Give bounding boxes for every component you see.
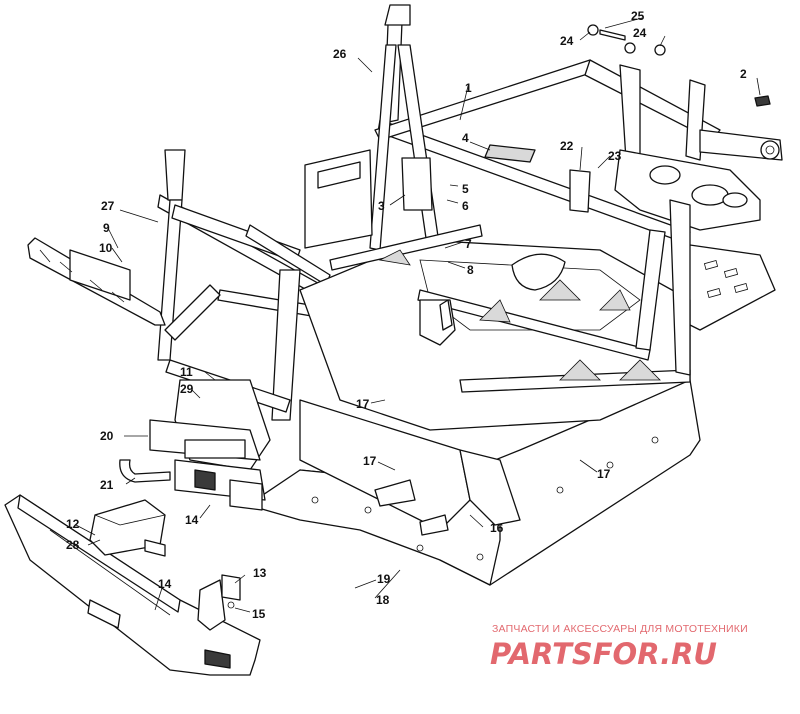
hardware-parts xyxy=(587,24,771,107)
callout-17a: 17 xyxy=(356,397,370,411)
callout-22: 22 xyxy=(560,139,574,153)
callout-19: 19 xyxy=(377,572,391,586)
rear-floor-pan xyxy=(679,244,776,331)
main-frame xyxy=(149,4,783,536)
mount-bracket xyxy=(197,574,241,631)
tow-hook xyxy=(119,459,171,483)
callout-27: 27 xyxy=(101,199,115,213)
callout-17b: 17 xyxy=(363,454,377,468)
callout-29: 29 xyxy=(180,382,194,396)
callout-5: 5 xyxy=(462,182,469,196)
callout-11: 11 xyxy=(180,365,193,379)
watermark-brand: PARTSFOR.RU xyxy=(490,637,717,671)
callout-8: 8 xyxy=(467,263,474,277)
control-module xyxy=(89,499,166,557)
callout-14b: 14 xyxy=(185,513,199,527)
callout-1: 1 xyxy=(465,81,472,95)
callout-17c: 17 xyxy=(597,467,611,481)
callout-25: 25 xyxy=(631,9,645,23)
callout-20: 20 xyxy=(100,429,114,443)
callout-4: 4 xyxy=(462,131,469,145)
callout-16: 16 xyxy=(490,521,504,535)
watermark: ЗАПЧАСТИ И АКСЕССУАРЫ ДЛЯ МОТОТЕХНИКИ PA… xyxy=(490,623,748,671)
callout-21: 21 xyxy=(100,478,114,492)
callout-6: 6 xyxy=(462,199,469,213)
callout-18: 18 xyxy=(376,593,390,607)
callout-23: 23 xyxy=(608,149,622,163)
callout-24a: 24 xyxy=(560,34,574,48)
leader-lines xyxy=(75,17,761,613)
callout-14a: 14 xyxy=(158,577,172,591)
callout-7: 7 xyxy=(465,237,472,251)
callout-10: 10 xyxy=(99,241,113,255)
front-bumper xyxy=(4,494,261,676)
front-bracket xyxy=(27,237,166,326)
callout-9: 9 xyxy=(103,221,110,235)
callout-24b: 24 xyxy=(633,26,647,40)
callout-2: 2 xyxy=(740,67,747,81)
callout-26: 26 xyxy=(333,47,347,61)
callout-15: 15 xyxy=(252,607,266,621)
callout-13: 13 xyxy=(253,566,267,580)
callout-28: 28 xyxy=(66,538,80,552)
watermark-subtitle: ЗАПЧАСТИ И АКСЕССУАРЫ ДЛЯ МОТОТЕХНИКИ xyxy=(492,623,748,635)
callouts: 1 2 3 4 5 6 7 8 9 10 11 12 13 14 14 15 1… xyxy=(66,9,747,621)
callout-12: 12 xyxy=(66,517,80,531)
callout-3: 3 xyxy=(378,199,385,213)
